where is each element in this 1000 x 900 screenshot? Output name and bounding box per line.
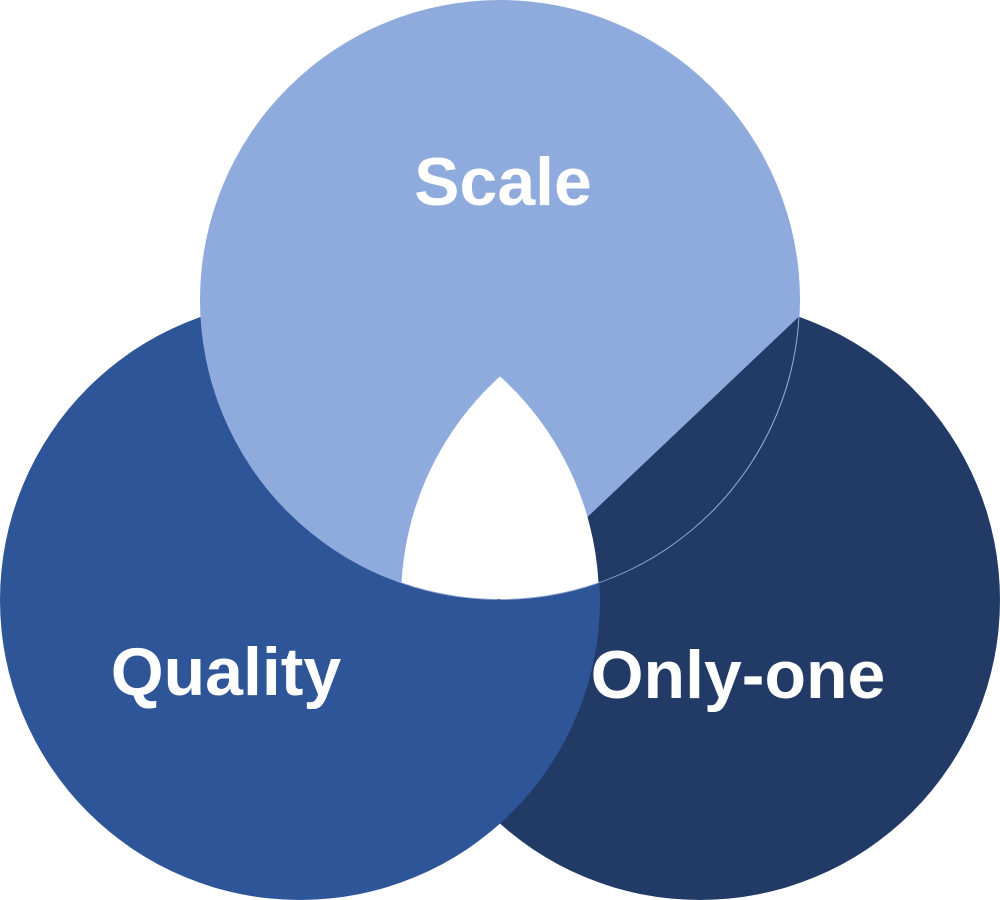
scale-label: Scale xyxy=(414,144,592,220)
only-one-label: Only-one xyxy=(591,637,886,713)
quality-label: Quality xyxy=(111,634,342,710)
center-hole xyxy=(401,376,599,600)
only-one-over-scale-region xyxy=(401,317,799,600)
scale-circle xyxy=(200,0,800,600)
